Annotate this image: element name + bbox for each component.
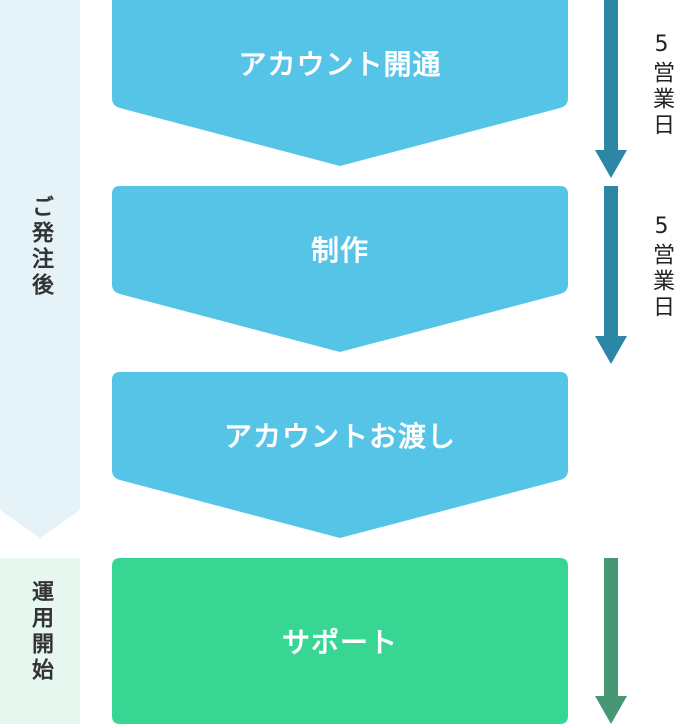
step-support-shape <box>112 558 568 724</box>
duration-label-2-text: 5営業日 <box>649 214 674 321</box>
phase-band-order <box>0 0 80 538</box>
step-account-opening-label: アカウント開通 <box>238 48 442 81</box>
duration-arrow-1-shaft <box>604 0 618 152</box>
support-arrow-shaft <box>604 558 618 698</box>
support-arrow <box>595 558 627 724</box>
step-account-opening: アカウント開通 <box>112 0 568 166</box>
support-arrow-head <box>595 696 627 724</box>
phase-band-order-shape <box>0 0 80 538</box>
step-account-handover-label: アカウントお渡し <box>223 420 456 453</box>
step-production: 制作 <box>112 186 568 352</box>
phase-label-order-text: ご発注後 <box>28 195 53 299</box>
phase-band-operation <box>0 558 80 724</box>
duration-arrow-1-head <box>595 150 627 178</box>
duration-arrow-1 <box>595 0 627 178</box>
step-account-opening-shape <box>112 0 568 166</box>
duration-arrow-2-head <box>595 336 627 364</box>
duration-label-1-text: 5営業日 <box>649 32 674 139</box>
phase-label-order: ご発注後 <box>0 195 80 299</box>
duration-label-1: 5営業日 <box>648 32 674 139</box>
duration-label-2: 5営業日 <box>648 214 674 321</box>
step-production-label: 制作 <box>310 234 369 267</box>
step-support-label: サポート <box>281 626 398 659</box>
phase-label-operation-text: 運用開始 <box>28 580 53 684</box>
phase-label-operation: 運用開始 <box>0 580 80 684</box>
step-account-handover: アカウントお渡し <box>112 372 568 538</box>
step-support: サポート <box>112 558 568 724</box>
duration-arrow-2 <box>595 186 627 364</box>
duration-arrow-2-shaft <box>604 186 618 338</box>
step-account-handover-shape <box>112 372 568 538</box>
step-production-shape <box>112 186 568 352</box>
